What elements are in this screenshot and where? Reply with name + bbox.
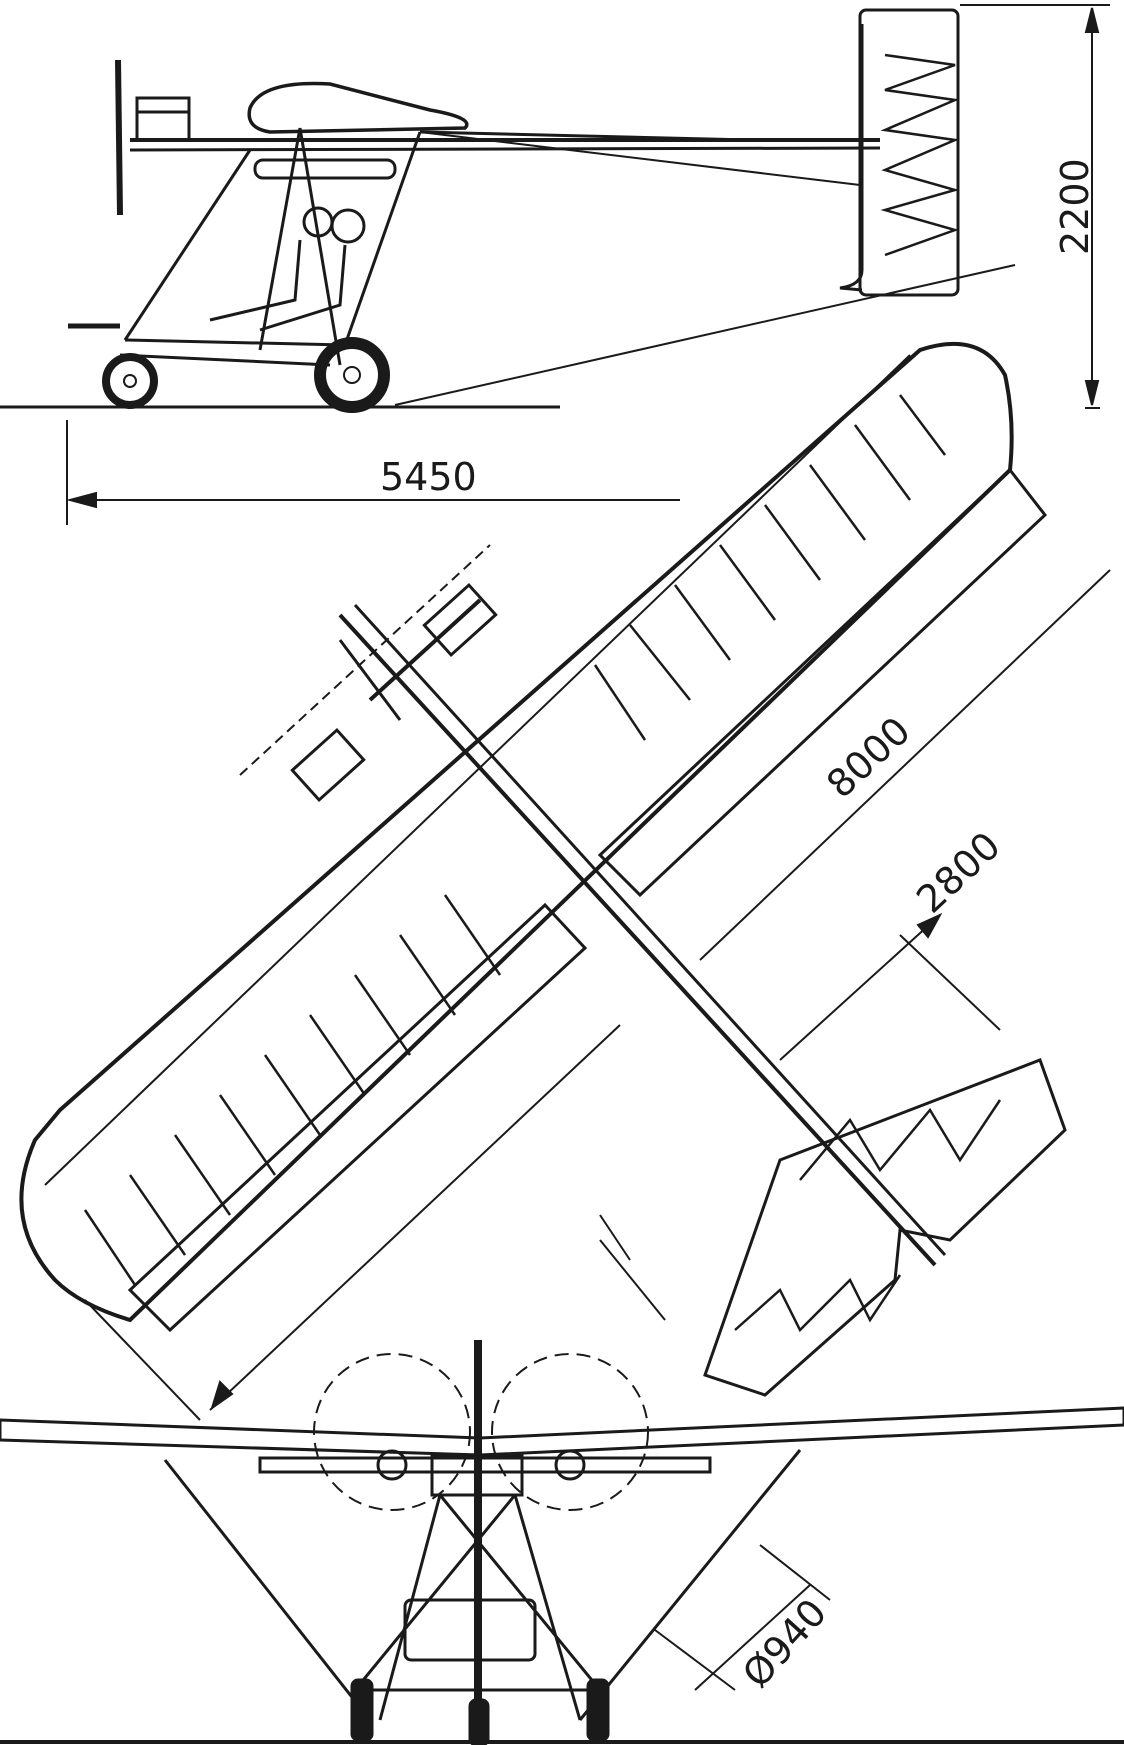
front-nose-wheel	[468, 1698, 490, 1745]
side-view	[0, 8, 1016, 413]
side-nose-wheel	[102, 353, 158, 409]
front-view	[0, 1340, 1124, 1745]
side-tail-fin	[839, 24, 864, 292]
top-tail-plane	[703, 1058, 1067, 1397]
propeller-dimension	[654, 1544, 831, 1691]
right-propeller-disc	[491, 1353, 649, 1511]
side-tail-surface	[858, 8, 960, 297]
length-dimension	[66, 420, 680, 525]
top-engines	[239, 544, 498, 803]
side-propeller	[115, 59, 123, 216]
side-wing-section	[247, 81, 469, 134]
front-wing	[0, 1406, 1124, 1457]
side-main-wheel	[314, 337, 390, 413]
left-propeller-disc	[313, 1353, 471, 1511]
right-aileron	[597, 467, 1048, 898]
front-left-wheel	[350, 1678, 374, 1742]
side-tank	[253, 158, 397, 180]
top-view	[19, 341, 1067, 1397]
length-label: 5450	[380, 455, 477, 499]
side-engine	[135, 96, 191, 142]
top-wing-outline	[19, 341, 1014, 1323]
height-label: 2200	[1053, 158, 1097, 255]
front-right-wheel	[586, 1678, 610, 1742]
propeller-label: Ø940	[734, 1590, 835, 1696]
chord-dimension	[599, 912, 1001, 1321]
top-tail-boom	[338, 613, 937, 1267]
height-dimension	[960, 4, 1110, 409]
chord-label: 2800	[908, 823, 1009, 921]
left-aileron	[127, 902, 588, 1333]
span-label: 8000	[818, 708, 919, 806]
span-dimension	[84, 569, 1111, 1421]
